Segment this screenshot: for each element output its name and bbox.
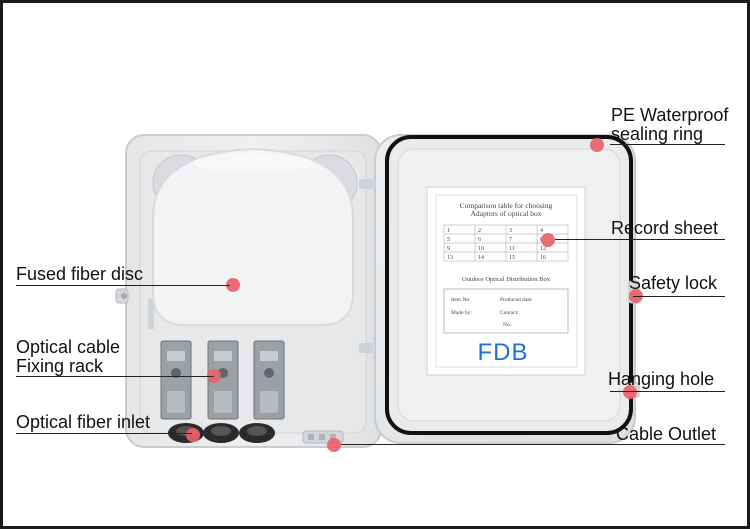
hanging-hole-marker	[623, 385, 637, 399]
label-optical-fiber-inlet: Optical fiber inlet	[16, 412, 151, 432]
sheet-box-title: Outdoor Optical Distribution Box	[462, 276, 551, 283]
pe-seal-marker	[590, 138, 604, 152]
label-cable-outlet: Cable Outlet	[616, 424, 717, 444]
grid-cell: 6	[478, 237, 481, 243]
optical-cable-fixing-rack	[160, 340, 285, 420]
record-sheet-marker	[541, 233, 555, 247]
fiber-inlet-leader	[16, 433, 192, 434]
sheet-made-by: Made by:	[451, 310, 472, 316]
grid-cell: 1	[447, 228, 450, 234]
sheet-title-line1: Comparison table for choosing	[460, 201, 553, 210]
label-sealing-ring: sealing ring	[611, 124, 704, 144]
grid-cell: 2	[478, 228, 481, 234]
grid-cell: 9	[447, 246, 450, 252]
pe-seal-leader	[610, 144, 725, 145]
label-safety-lock: Safety lock	[629, 273, 718, 293]
grid-cell: 10	[478, 246, 484, 252]
grid-cell: 7	[509, 237, 512, 243]
sheet-title-line2: Adaptors of optical box	[470, 209, 541, 218]
cable-outlet-marker	[327, 438, 341, 452]
cable-outlet-leader	[341, 444, 725, 445]
sheet-no: No:	[503, 322, 512, 328]
sheet-produced-date: Produced date:	[500, 297, 533, 303]
grid-cell: 13	[447, 255, 453, 261]
label-hanging-hole: Hanging hole	[608, 369, 715, 389]
fused-fiber-disc-leader	[16, 285, 230, 286]
grid-cell: 16	[540, 255, 546, 261]
hanging-hole-leader	[610, 391, 725, 392]
record-sheet: Comparison table for choosing Adaptors o…	[426, 186, 586, 376]
label-pe-waterproof: PE Waterproof	[611, 105, 729, 125]
label-fixing-rack: Fixing rack	[16, 356, 104, 376]
fixing-rack-marker	[207, 369, 221, 383]
grid-cell: 4	[540, 228, 543, 234]
fiber-distribution-box-photo: Comparison table for choosing Adaptors o…	[115, 134, 640, 448]
grid-cell: 5	[447, 237, 450, 243]
image-frame: Comparison table for choosing Adaptors o…	[3, 3, 747, 526]
grid-cell: 15	[509, 255, 515, 261]
fixing-rack-leader	[16, 376, 214, 377]
safety-lock-leader	[633, 296, 725, 297]
record-sheet-leader	[555, 239, 725, 240]
fiber-inlet-marker	[186, 428, 200, 442]
label-optical-cable: Optical cable	[16, 337, 121, 357]
brand-logo: FDB	[478, 339, 529, 366]
grid-cell: 12	[540, 246, 546, 252]
grid-cell: 14	[478, 255, 484, 261]
grid-cell: 11	[509, 246, 515, 252]
sheet-item-no: Item No:	[451, 297, 471, 303]
sheet-contact: Contact:	[500, 310, 519, 316]
fused-fiber-disc	[152, 147, 354, 326]
label-fused-fiber-disc: Fused fiber disc	[16, 264, 144, 284]
label-record-sheet: Record sheet	[611, 218, 719, 238]
grid-cell: 3	[509, 228, 512, 234]
fused-fiber-disc-marker	[226, 278, 240, 292]
